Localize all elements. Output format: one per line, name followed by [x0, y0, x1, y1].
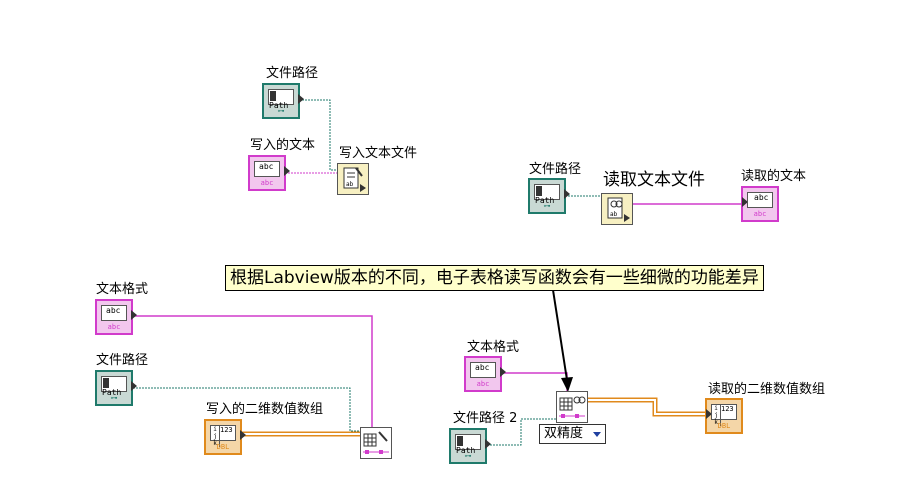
index-j: j — [714, 412, 718, 419]
read-spreadsheet-node[interactable] — [556, 391, 588, 423]
bottom-write-array-label: 写入的二维数值数组 — [206, 402, 324, 417]
string-indicator-icon: abc — [747, 192, 773, 208]
wire-path-write-text — [299, 99, 337, 171]
note-pointer-line — [552, 289, 568, 381]
read-text-file-label: 读取文本文件 — [603, 170, 705, 190]
path-glyph: Path — [102, 388, 122, 397]
write-spreadsheet-icon — [363, 431, 389, 454]
top-write-text-label: 写入的文本 — [250, 138, 316, 153]
bottom-write-path-label: 文件路径 — [96, 353, 149, 368]
index-k: k — [213, 440, 217, 447]
string-type-glyph: abc — [107, 323, 121, 331]
wire-array-read-sheet — [586, 397, 708, 417]
path-glyph: Path — [456, 446, 476, 455]
string-control-icon: abc — [254, 161, 280, 177]
path-type-glyph: ⊶ — [277, 107, 285, 115]
read-text-file-icon: ab — [607, 197, 630, 222]
note-pointer-head — [561, 377, 573, 392]
string-control-icon: abc — [470, 362, 496, 378]
path-control-icon: Path — [455, 434, 481, 455]
version-note: 根据Labview版本的不同，电子表格读写函数会有一些细微的功能差异 — [225, 265, 764, 291]
dbl-type-glyph: DBL — [717, 422, 731, 430]
index-i: i — [213, 426, 217, 433]
wire-path-write-sheet — [133, 387, 360, 432]
path-type-glyph: ⊶ — [464, 452, 472, 460]
bottom-write-format-terminal[interactable]: abc abc — [95, 299, 137, 335]
bottom-read-format-label: 文本格式 — [467, 340, 520, 355]
top-write-path-terminal[interactable]: Path ⊶ — [262, 83, 304, 119]
dbl-type-glyph: DBL — [216, 443, 230, 451]
path-glyph: Path — [535, 196, 555, 205]
write-spreadsheet-node[interactable] — [360, 427, 392, 459]
read-spreadsheet-icon — [559, 396, 586, 418]
type-selector-ring[interactable]: 双精度 — [539, 424, 606, 444]
bottom-read-format-terminal[interactable]: abc abc — [464, 356, 506, 392]
path-glyph: Path — [269, 101, 289, 110]
type-selector-value: 双精度 — [544, 426, 584, 441]
wire-format-read-sheet — [502, 372, 568, 392]
string-type-glyph: abc — [753, 210, 767, 218]
bottom-write-array-terminal[interactable]: i j k 123 DBL — [204, 419, 246, 455]
chevron-down-icon[interactable] — [593, 432, 601, 437]
top-write-text-terminal[interactable]: abc abc — [248, 155, 290, 191]
numeric-array-icon: i j k 123 — [711, 404, 737, 426]
svg-text:ab: ab — [346, 181, 354, 188]
index-j: j — [213, 433, 217, 440]
write-text-file-icon: ab — [343, 167, 366, 192]
read-text-file-node[interactable]: ab — [601, 193, 633, 225]
numeric-glyph: 123 — [721, 405, 734, 413]
top-read-out-indicator[interactable]: abc abc — [741, 186, 779, 222]
numeric-array-icon: i j k 123 — [210, 425, 236, 447]
path-control-icon: Path — [268, 89, 294, 110]
svg-text:ab: ab — [610, 211, 618, 218]
wire-format-write-sheet — [133, 315, 373, 427]
string-type-glyph: abc — [260, 179, 274, 187]
index-i: i — [714, 405, 718, 412]
index-k: k — [714, 419, 718, 426]
string-type-glyph: abc — [476, 380, 490, 388]
wire-path-read-sheet — [487, 418, 557, 446]
bottom-read-path-label: 文件路径 2 — [453, 411, 518, 426]
string-control-icon: abc — [101, 305, 127, 321]
path-control-icon: Path — [101, 376, 127, 397]
write-text-file-node[interactable]: ab — [337, 163, 369, 195]
bottom-read-out-label: 读取的二维数值数组 — [708, 382, 826, 397]
bottom-read-path-terminal[interactable]: Path ⊶ — [449, 428, 491, 464]
numeric-glyph: 123 — [220, 426, 233, 434]
write-text-file-label: 写入文本文件 — [339, 146, 418, 161]
path-type-glyph: ⊶ — [110, 394, 118, 402]
bottom-read-out-indicator[interactable]: i j k 123 DBL — [705, 398, 743, 434]
top-read-path-label: 文件路径 — [529, 162, 582, 177]
top-write-path-label: 文件路径 — [266, 66, 319, 81]
path-type-glyph: ⊶ — [543, 202, 551, 210]
path-control-icon: Path — [534, 184, 560, 205]
bottom-write-path-terminal[interactable]: Path ⊶ — [95, 370, 137, 406]
top-read-out-label: 读取的文本 — [741, 169, 807, 184]
top-read-path-terminal[interactable]: Path ⊶ — [528, 178, 570, 214]
bottom-write-format-label: 文本格式 — [96, 282, 149, 297]
